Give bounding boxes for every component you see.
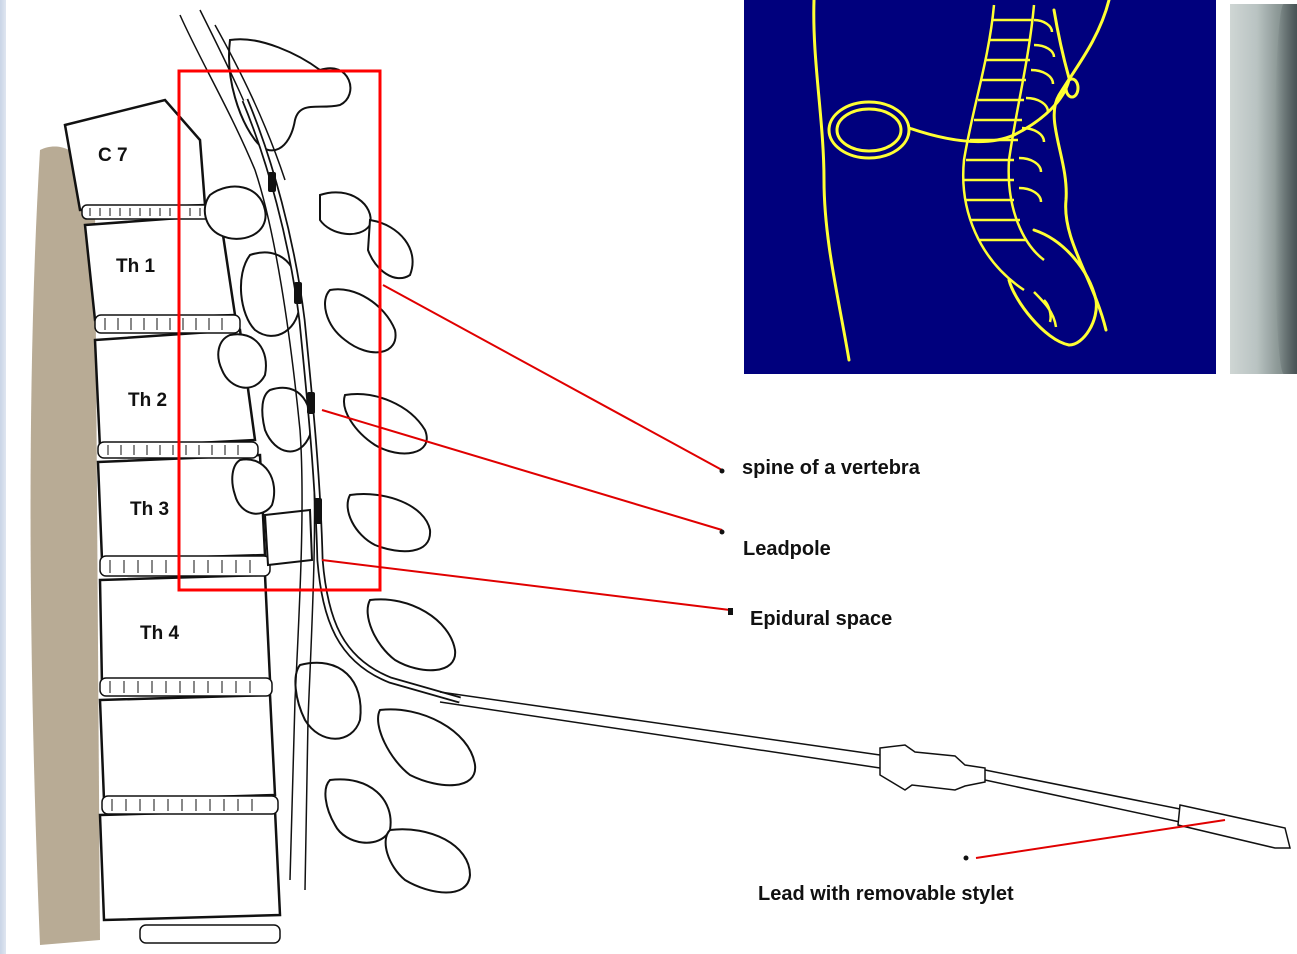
lead-electrode [268,172,276,192]
vertebra-label-th3: Th 3 [130,499,169,520]
annotation-epidural-space: Epidural space [750,608,892,630]
spinous-process [348,494,430,551]
vertebra-c7 [65,100,205,210]
disc [95,315,240,333]
body-outline-drawing [744,0,1216,374]
spinous-process [325,289,396,352]
annotation-leadpole: Leadpole [743,538,831,560]
stylet-connector [880,745,985,790]
lamina [295,663,360,739]
electrode-lead [1054,10,1069,78]
spinous-process [344,394,427,453]
lead-electrode [294,282,302,304]
spinous-process [320,192,371,234]
disc [100,678,272,696]
stylet [440,692,1290,848]
leader-line-spine [383,285,722,470]
inset-body-figure [744,0,1216,374]
vertebra-label-th4: Th 4 [140,623,179,644]
vertebra-label-th1: Th 1 [116,256,155,277]
disc [140,925,280,943]
photo-partial [1230,4,1297,374]
lead-electrode [314,498,322,524]
vertebra-label-c7: C 7 [98,145,128,166]
lead-wire [909,80,1069,142]
stylet-tip [1178,805,1290,848]
spinous-process [378,709,475,785]
disc [100,556,270,576]
transverse-process [205,187,266,239]
vertebra-th6 [100,810,280,920]
annotation-spine-of-vertebra: spine of a vertebra [742,457,921,479]
lamina [262,388,311,452]
annotation-lead-with-stylet: Lead with removable stylet [758,883,1014,905]
vertebra-label-th2: Th 2 [128,390,167,411]
back-outline [814,0,849,360]
vertebra-th5 [100,695,275,800]
lamina [265,510,312,565]
spinous-process [368,599,456,670]
spinous-process [368,220,413,278]
spinous-process [386,829,470,892]
leader-line-lead [976,820,1225,858]
photo-shadow [1275,4,1297,374]
annotation-dots [720,469,969,861]
spinal-column-drawing [963,5,1056,327]
lead-electrode [307,392,315,414]
transverse-process [229,39,350,150]
pulse-generator-inner [837,109,901,151]
lamina [325,779,390,842]
